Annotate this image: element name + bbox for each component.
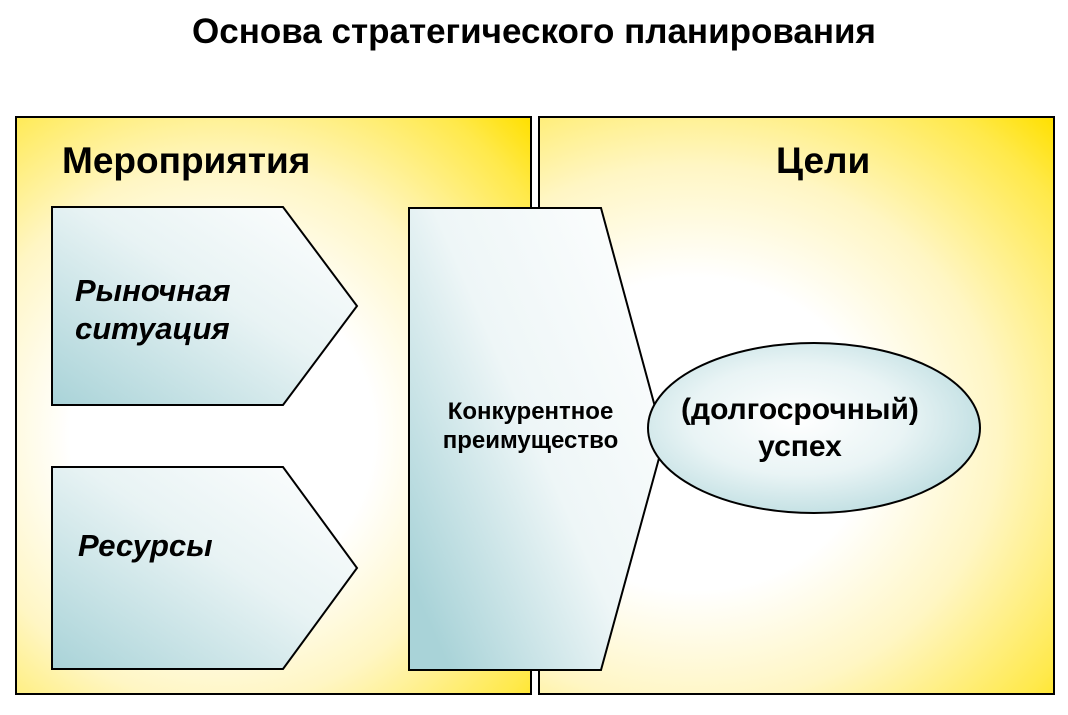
resources-pentagon: [51, 466, 359, 670]
market-situation-line1: Рыночная: [75, 273, 231, 308]
market-situation-line2: ситуация: [75, 310, 230, 346]
activities-heading: Мероприятия: [62, 140, 311, 181]
resources-label: Ресурсы: [78, 528, 213, 563]
long-term-success-ellipse: [647, 342, 981, 514]
market-situation-pentagon: [51, 206, 359, 406]
competitive-advantage-line1: Конкурентное: [447, 398, 614, 425]
competitive-advantage-arrow: [408, 207, 666, 671]
long-term-success-line2: успех: [758, 429, 842, 463]
long-term-success-line1: (долгосрочный): [681, 393, 919, 426]
competitive-advantage-line2: преимущество: [442, 427, 619, 455]
market-situation-label: Рыночная ситуация: [75, 272, 231, 348]
goals-heading: Цели: [776, 140, 871, 181]
competitive-advantage-label: Конкурентное преимущество: [418, 397, 643, 456]
long-term-success-label: (долгосрочный) успех: [650, 392, 950, 465]
diagram-title: Основа стратегического планирования: [192, 12, 876, 51]
